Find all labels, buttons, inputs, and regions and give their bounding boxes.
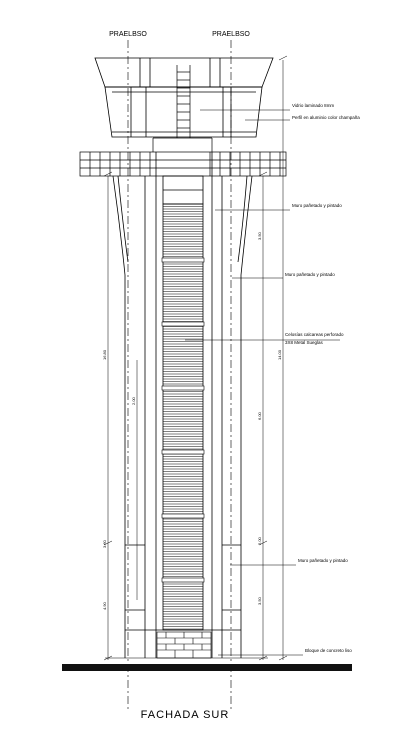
dim-text: 6.00 [257,411,262,420]
dim-text: 3.50 [257,596,262,605]
dim-text: 3.50 [257,231,262,240]
ground-line [62,664,352,671]
dim-text: 2.00 [131,396,136,405]
tower-shaft [112,152,253,658]
annotation-wall-3: Muro pañetado y pintado [298,558,348,563]
annotation-glass: Vidrio laminado 8mm [292,103,334,108]
dim-text: 4.90 [102,601,107,610]
annotation-wall-2: Muro pañetado y pintado [285,272,335,277]
annotation-leaders [185,109,340,656]
dimension-texts: 16.80 4.90 3.60 2.00 3.50 6.00 14.00 2.0… [102,231,282,610]
drawing-title: FACHADA SUR [141,709,230,721]
annotation-profile: Perfil en aluminio color champaña [292,115,360,120]
annotations: Vidrio laminado 8mm Perfil en aluminio c… [285,103,360,653]
louver-panels [161,203,205,631]
cabin-ladder [176,65,191,138]
annotation-wall-1: Muro pañetado y pintado [292,203,342,208]
annotation-block: Bloque de concreto liso [305,648,352,653]
annotation-louvers: Celosías calcareas perforado [285,332,344,337]
axis-tag-right: PRAELBSO [212,31,250,38]
dim-text: 14.00 [277,349,282,360]
block-base [105,631,268,659]
axis-lines [127,40,232,710]
dim-text: 3.60 [102,539,107,548]
control-cabin [94,57,274,138]
annotation-louvers-spec: 3X8 Metal Sueglas [285,340,324,345]
axis-tag-left: PRAELBSO [109,31,147,38]
catwalk-railing [79,137,287,177]
dim-text: 2.00 [257,536,262,545]
dimension-lines [103,55,288,661]
dim-text: 16.80 [102,349,107,360]
